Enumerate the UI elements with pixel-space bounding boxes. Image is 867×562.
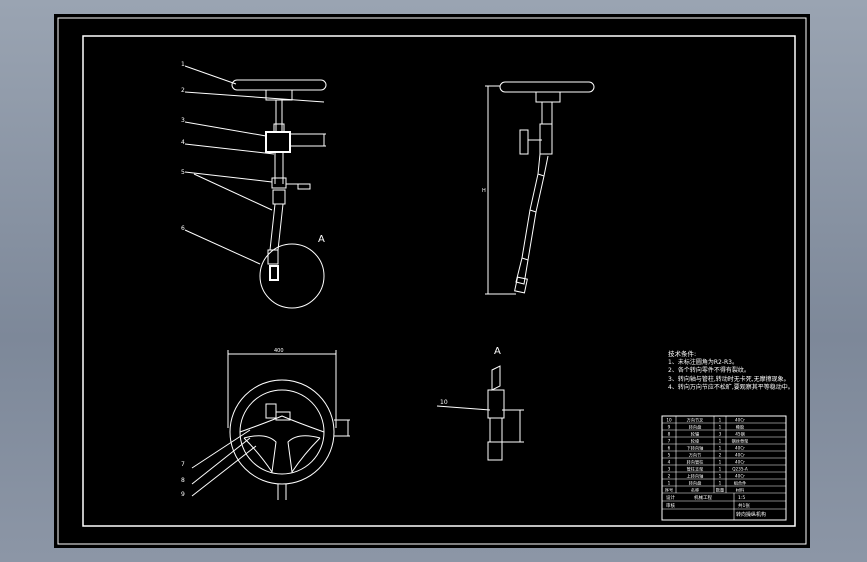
drawing-name: 转向操纵机构 [736, 511, 766, 518]
parts-row: 5 万向节 2 40Cr [668, 452, 746, 459]
front-view [231, 79, 327, 309]
parts-cell: 3 [668, 467, 671, 472]
parts-cell: 2 [719, 453, 722, 458]
balloon-8: 8 [181, 477, 185, 484]
parts-cell: 轮辐 [691, 431, 699, 438]
balloon-10: 10 [440, 399, 448, 406]
balloon-7: 7 [181, 461, 185, 468]
parts-cell: 45钢 [735, 431, 745, 438]
parts-cell: 2 [668, 474, 671, 479]
parts-row: 2 上转向轴 1 40Cr [668, 473, 746, 480]
note-item: 4、转向万向节应不松旷,要观察其平等稳动中。 [668, 384, 794, 392]
parts-cell: 40Cr [735, 460, 745, 465]
parts-row: 8 轮辐 3 45钢 [668, 431, 745, 438]
parts-cell: 万向节 [689, 452, 702, 459]
balloon-2: 2 [181, 87, 185, 94]
balloon-1: 1 [181, 61, 185, 68]
parts-cell: 40Cr [735, 418, 745, 423]
parts-cell: 转向管柱 [687, 459, 705, 466]
dim-height: H [482, 188, 486, 194]
parts-cell: 轮缘 [691, 438, 700, 445]
wheel-plan-view [191, 350, 350, 500]
parts-cell: 7 [668, 439, 671, 444]
parts-cell: 4 [668, 460, 671, 465]
dim-wheel-width: 400 [274, 348, 284, 354]
school-name: 机械工程 [694, 494, 712, 501]
detail-view-a [436, 365, 524, 461]
title-block-lines [661, 415, 787, 521]
parts-cell: 40Cr [735, 453, 745, 458]
parts-cell: 钢丝骨架 [732, 438, 749, 445]
parts-cell: 数量 [716, 487, 724, 494]
parts-cell: 橡胶 [736, 424, 744, 431]
inner-frame [82, 35, 796, 527]
parts-cell: 万向节叉 [687, 417, 705, 424]
balloon-9: 9 [181, 491, 185, 498]
technical-notes: 技术条件: 1、未标注圆角为R2-R3。 2、各个转向零件不得有裂纹。 3、转向… [668, 350, 858, 393]
parts-cell: 10 [666, 418, 672, 423]
parts-cell: 40Cr [735, 446, 745, 451]
parts-row: 1 转向盘 1 组合件 [668, 480, 747, 487]
parts-row: 6 下转向轴 1 40Cr [668, 445, 746, 452]
balloon-5: 5 [181, 169, 185, 176]
parts-cell: 1 [719, 446, 722, 451]
sheet-count: 共1张 [738, 502, 750, 509]
parts-row: 10 万向节叉 1 40Cr [666, 417, 745, 424]
parts-cell: 1 [719, 425, 722, 430]
parts-cell: 1 [719, 474, 722, 479]
detail-label-a: A [318, 234, 325, 245]
parts-cell: 材料 [736, 487, 745, 494]
parts-cell: 管柱支架 [687, 466, 704, 473]
detail-circle-a [259, 243, 325, 309]
parts-cell: 1 [668, 481, 671, 486]
parts-cell: 9 [668, 425, 671, 430]
designer-label: 设计 [666, 494, 675, 501]
outer-frame [57, 17, 807, 545]
parts-row: 序号 名称 数量 材料 [665, 487, 745, 494]
parts-cell: 序号 [665, 487, 673, 494]
parts-row: 9 转向盘 1 橡胶 [668, 424, 745, 431]
parts-cell: 1 [719, 467, 722, 472]
parts-cell: 名称 [691, 487, 699, 494]
parts-cell: 1 [719, 418, 722, 423]
parts-cell: 上转向轴 [687, 473, 704, 480]
parts-cell: 组合件 [734, 480, 747, 487]
parts-cell: 转向盘 [689, 480, 702, 487]
side-view [485, 81, 595, 295]
parts-row: 7 轮缘 1 钢丝骨架 [668, 438, 749, 445]
scale-value: 1:5 [738, 495, 745, 501]
detail-view-title-a: A [494, 346, 501, 357]
parts-cell: 下转向轴 [687, 445, 704, 452]
note-item: 2、各个转向零件不得有裂纹。 [668, 367, 750, 375]
parts-cell: 40Cr [735, 474, 745, 479]
parts-cell: 1 [719, 439, 722, 444]
balloon-4: 4 [181, 139, 185, 146]
note-item: 1、未标注圆角为R2-R3。 [668, 358, 738, 366]
balloon-6: 6 [181, 225, 185, 232]
note-item: 3、转向轴与管柱,转动时无卡死,无摩擦现象。 [668, 375, 790, 383]
checker-label: 审核 [666, 502, 675, 509]
parts-cell: 3 [719, 432, 722, 437]
parts-row: 3 管柱支架 1 Q235-A [668, 466, 748, 473]
cad-drawing: 1 2 3 4 5 6 7 8 9 10 A A H 400 10 万向节叉 1 40… [57, 17, 807, 545]
parts-cell: Q235-A [732, 467, 748, 472]
parts-cell: 1 [719, 460, 722, 465]
parts-cell: 转向盘 [689, 424, 702, 431]
balloon-3: 3 [181, 117, 185, 124]
parts-cell: 1 [719, 481, 722, 486]
notes-title: 技术条件: [668, 350, 697, 358]
parts-cell: 5 [668, 453, 671, 458]
parts-cell: 6 [668, 446, 671, 451]
parts-cell: 8 [668, 432, 671, 437]
drawing-sheet: 1 2 3 4 5 6 7 8 9 10 A A H 400 10 万向节叉 1 40… [54, 14, 810, 548]
parts-row: 4 转向管柱 1 40Cr [668, 459, 746, 466]
